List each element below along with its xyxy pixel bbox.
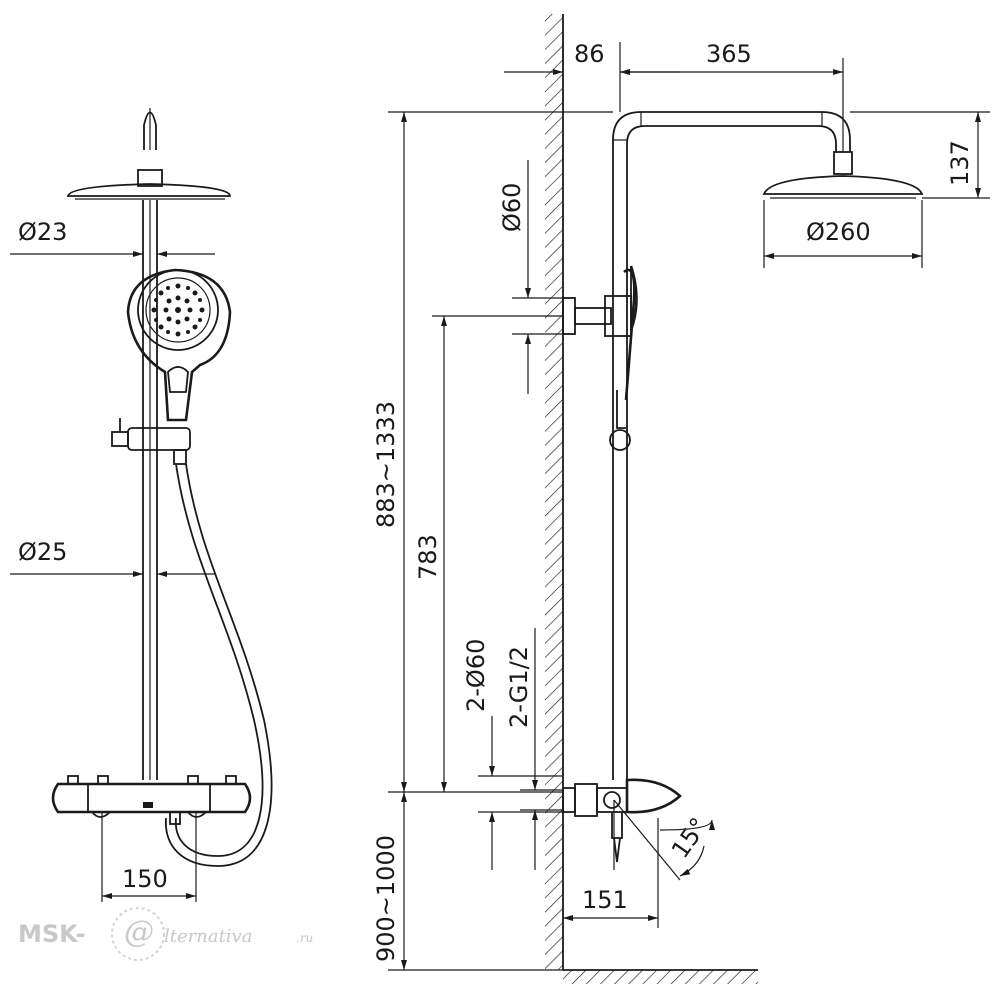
watermark-brand-right: lternativa xyxy=(164,926,252,947)
dim-spout-reach-label: 151 xyxy=(582,886,628,914)
dim-rod-top-label: Ø23 xyxy=(18,218,67,246)
dim-inlet-thread: 2-G1/2 xyxy=(505,628,563,870)
watermark-brand-left: MSK- xyxy=(18,920,86,948)
mixer-side xyxy=(562,778,682,863)
dim-bracket-height: 783 xyxy=(414,315,563,792)
dim-bracket-diameter: Ø60 xyxy=(498,160,563,394)
hand-shower-front xyxy=(126,268,232,422)
dim-head-diameter-label: Ø260 xyxy=(806,218,871,246)
dim-spout-reach: 151 xyxy=(563,818,659,928)
dim-inlet-thread-label: 2-G1/2 xyxy=(505,646,533,728)
dim-bracket-height-label: 783 xyxy=(414,534,442,580)
dim-total-height-label: 883~1333 xyxy=(372,401,400,528)
dim-rod-bottom-label: Ø25 xyxy=(18,538,67,566)
hose xyxy=(165,463,273,867)
dim-angle-label: 15° xyxy=(666,813,713,864)
watermark-logo: @ xyxy=(124,915,154,950)
dim-head-diameter: Ø260 xyxy=(763,200,923,268)
dim-bracket-diameter-label: Ø60 xyxy=(498,183,526,232)
dim-inlet-flange: 2-Ø60 xyxy=(462,639,563,870)
dim-inlet-flange-label: 2-Ø60 xyxy=(462,639,490,712)
rain-head-front xyxy=(66,169,231,200)
watermark-logo-ring xyxy=(111,907,165,961)
floor xyxy=(563,969,758,984)
dim-rod-top: Ø23 xyxy=(10,218,215,257)
dim-mixer-width: 150 xyxy=(101,812,197,902)
dim-head-height-label: 137 xyxy=(946,140,974,186)
dim-floor-height-label: 900~1000 xyxy=(372,835,400,962)
dim-total-height: 883~1333 xyxy=(372,111,613,793)
dim-arm-reach-label: 365 xyxy=(706,40,752,68)
rain-head-side xyxy=(762,151,924,199)
side-view: 86 365 137 Ø260 Ø60 xyxy=(372,14,990,984)
dim-head-height: 137 xyxy=(850,111,990,199)
nozzle-dots xyxy=(151,283,205,337)
watermark-brand-tld: .ru xyxy=(296,931,313,945)
slide-bracket xyxy=(111,418,191,465)
wall xyxy=(545,14,564,970)
dim-rod-bottom: Ø25 xyxy=(10,538,215,577)
main-rod xyxy=(142,200,158,780)
dim-floor-height: 900~1000 xyxy=(372,792,563,971)
dim-wall-offset: 86 xyxy=(504,40,680,112)
hand-shower-side xyxy=(609,268,636,451)
riser-and-arm xyxy=(612,111,851,780)
dim-arm-reach: 365 xyxy=(620,40,844,152)
front-view: Ø23 Ø25 150 xyxy=(10,108,273,902)
upper-wall-bracket xyxy=(562,265,638,337)
dim-wall-offset-label: 86 xyxy=(574,40,605,68)
dim-mixer-width-label: 150 xyxy=(122,865,168,893)
mixer-front xyxy=(51,775,252,825)
watermark: MSK- @ lternativa .ru xyxy=(18,907,313,961)
